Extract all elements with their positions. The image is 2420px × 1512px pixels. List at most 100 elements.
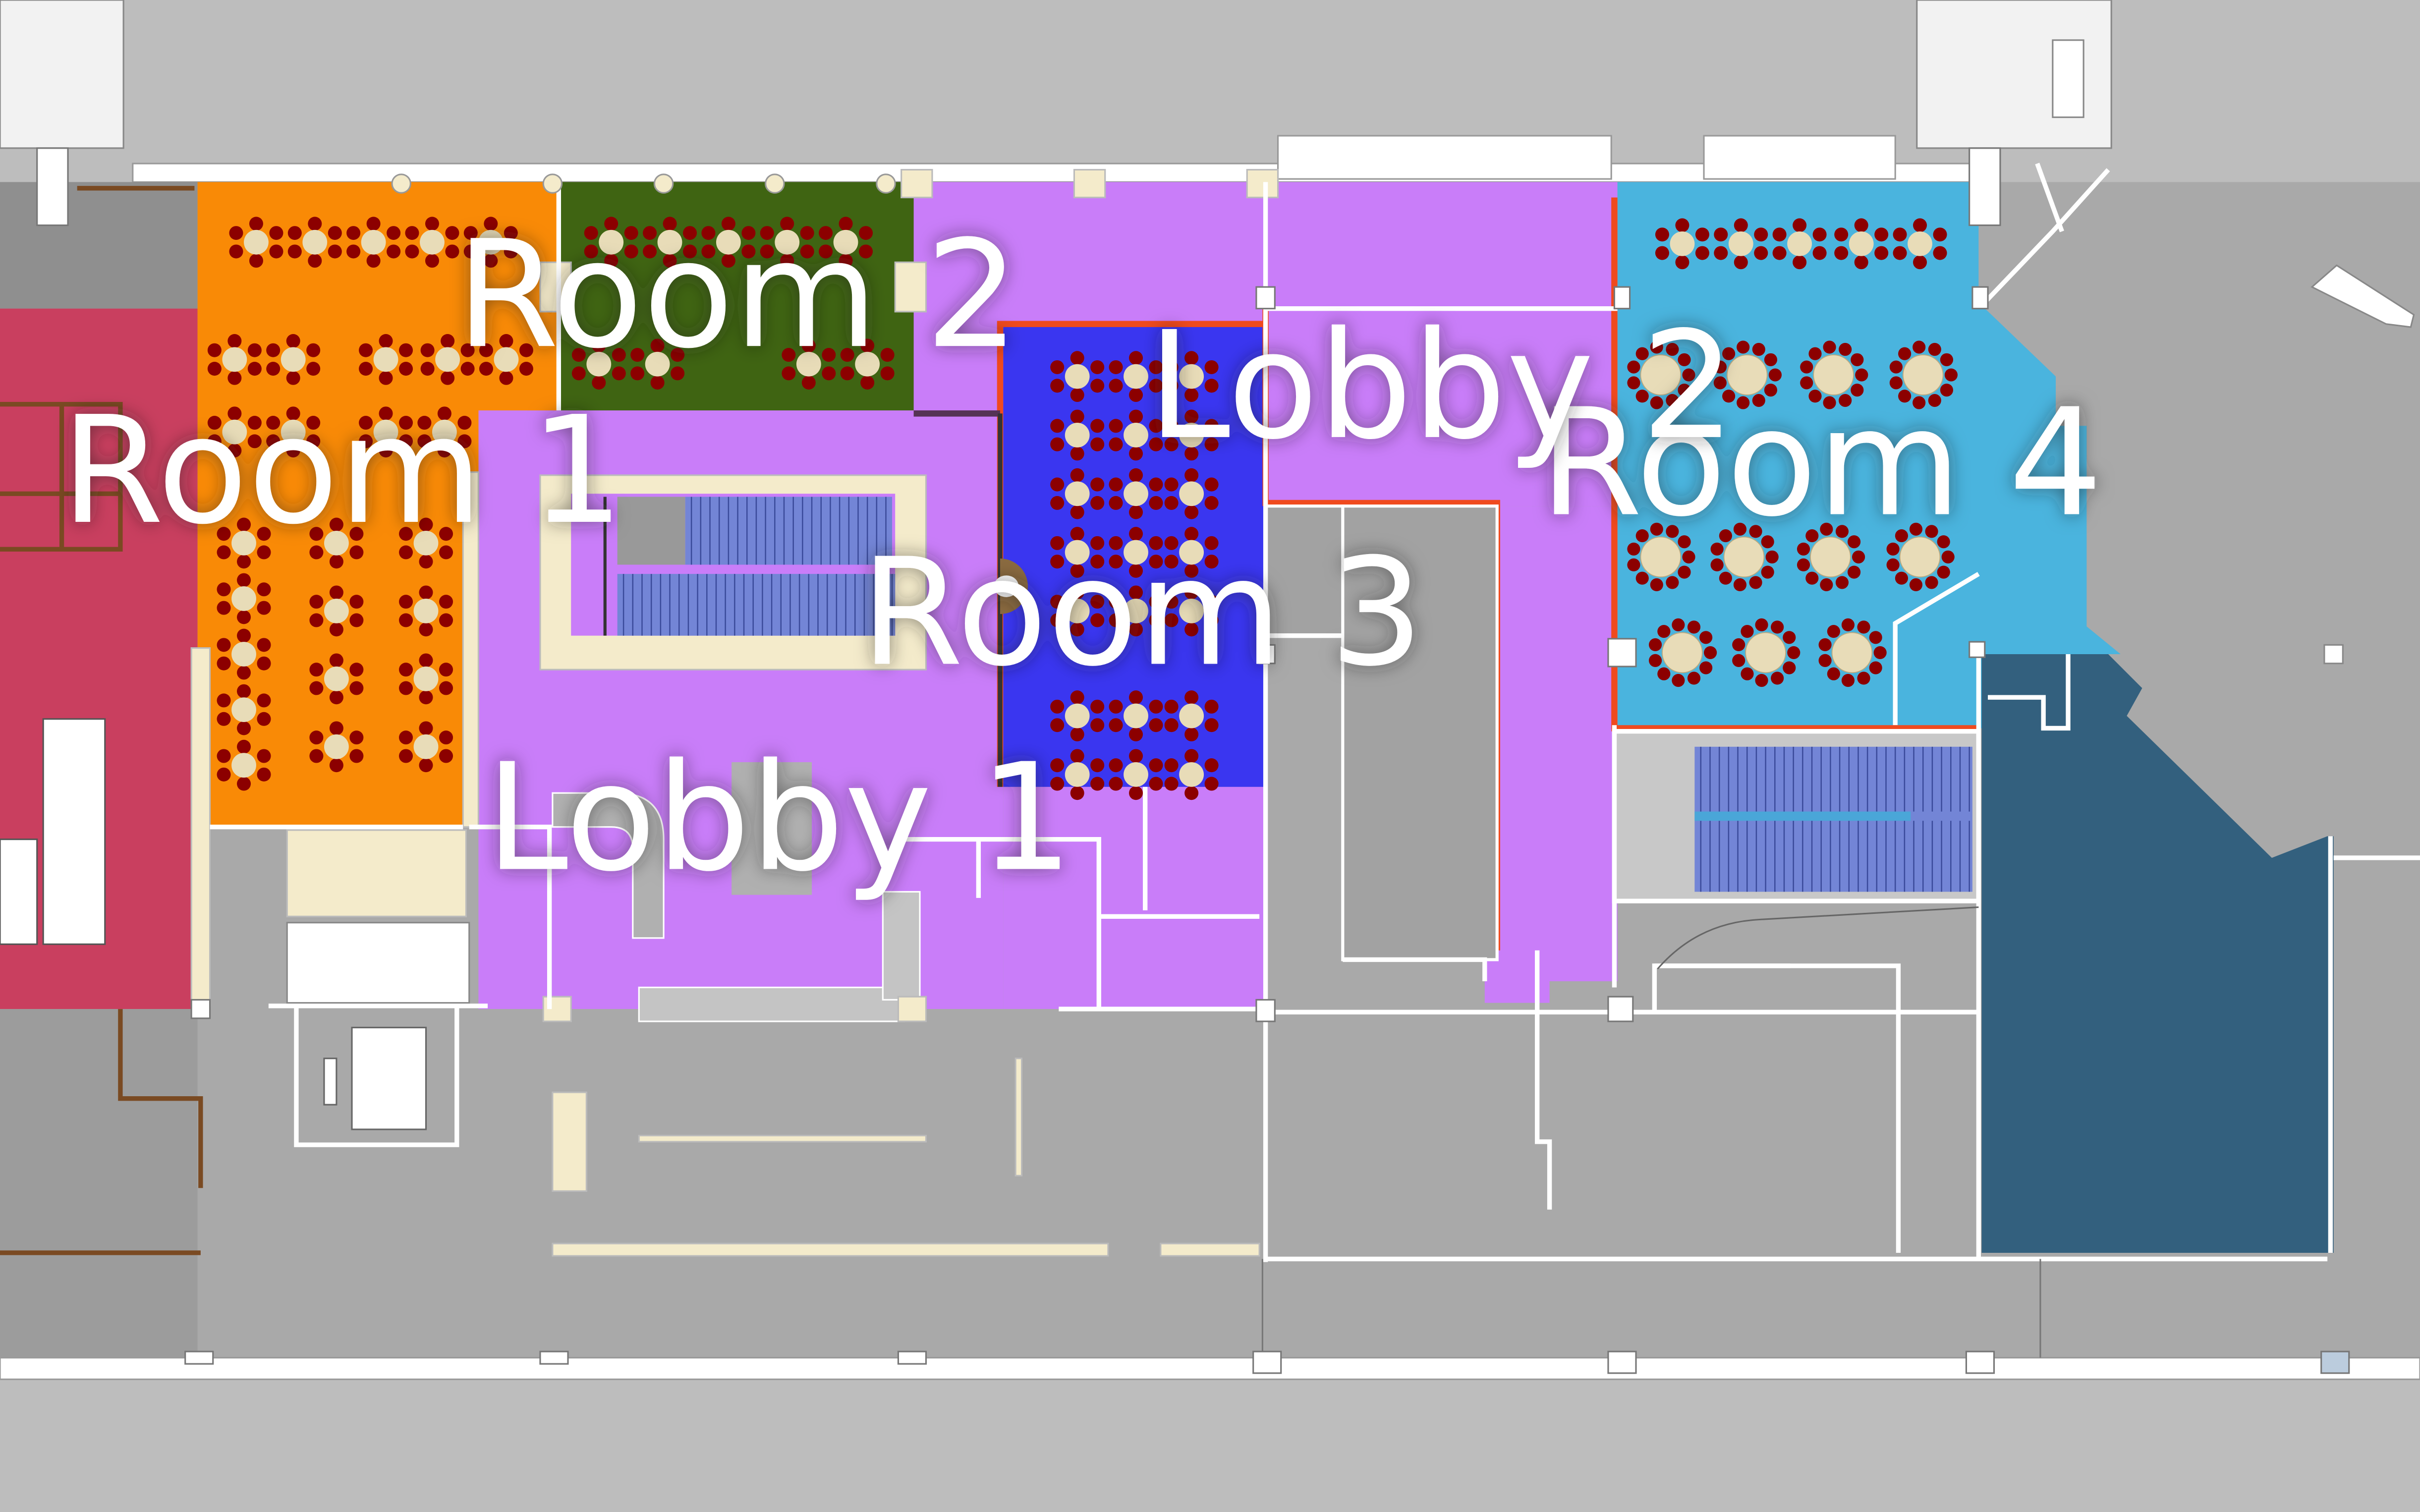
row-table	[1050, 749, 1105, 800]
round-table	[1886, 522, 1955, 592]
room-1-label: Room 1	[61, 385, 624, 557]
row-table	[1050, 527, 1105, 578]
row-table	[399, 721, 453, 773]
row-table	[217, 628, 271, 680]
row-table	[1164, 749, 1219, 800]
lobby-1-label: Lobby 1	[486, 732, 1073, 904]
row-table	[1164, 468, 1219, 519]
row-table	[217, 573, 271, 624]
row-table	[309, 585, 364, 637]
top-left-block	[0, 0, 124, 149]
row-table	[399, 585, 453, 637]
row-table	[287, 217, 342, 268]
white-room-box	[286, 922, 470, 1004]
row-table	[1164, 351, 1219, 402]
left-white-door-2	[0, 839, 38, 945]
row-table	[399, 653, 453, 705]
row-table	[405, 217, 459, 268]
row-table	[819, 217, 873, 268]
top-white-box-2	[1703, 135, 1896, 180]
row-table	[1164, 409, 1219, 461]
lobby-2-label: Lobby 2	[1148, 300, 1736, 472]
left-white-door	[42, 718, 106, 945]
row-table	[1109, 351, 1163, 402]
row-table	[1109, 585, 1163, 637]
row-table	[1050, 468, 1105, 519]
row-table	[1164, 585, 1219, 637]
left-dark-area	[0, 182, 198, 309]
room-4-area	[1617, 182, 2121, 728]
row-table	[217, 739, 271, 791]
round-table	[1797, 522, 1865, 592]
stairs-lower	[617, 574, 896, 636]
row-table	[479, 334, 533, 385]
round-table	[1800, 340, 1868, 409]
round-table	[1648, 618, 1717, 687]
row-table	[229, 217, 283, 268]
left-brown-lines	[0, 186, 203, 1255]
row-table	[207, 406, 262, 458]
row-table	[1834, 218, 1889, 270]
round-table	[1710, 522, 1779, 592]
round-table	[1713, 340, 1782, 409]
row-table	[782, 338, 836, 390]
row-table	[217, 684, 271, 735]
row-table	[1050, 585, 1105, 637]
stair-gray	[617, 497, 685, 565]
row-table	[584, 217, 638, 268]
row-table	[1109, 690, 1163, 741]
row-table	[266, 406, 321, 458]
room-3-label: Room 3	[860, 527, 1424, 699]
round-table	[1889, 340, 1958, 409]
round-table	[1627, 340, 1695, 409]
round-table	[1627, 522, 1695, 592]
gray-block-1	[1341, 504, 1499, 961]
row-table	[463, 217, 518, 268]
row-table	[417, 406, 472, 458]
row-table	[1164, 690, 1219, 741]
row-table	[1109, 749, 1163, 800]
dark-blue-area	[1981, 654, 2334, 1253]
gray-counter	[732, 762, 812, 895]
right-small-shape	[2310, 264, 2415, 328]
row-table	[760, 217, 814, 268]
row-table	[309, 517, 364, 569]
gray-curved-counter	[552, 792, 665, 939]
row-table	[346, 217, 401, 268]
right-walls	[1893, 163, 2420, 1253]
left-gray-bottom	[0, 1009, 198, 1358]
row-table	[399, 517, 453, 569]
row-table	[1655, 218, 1709, 270]
top-white-box-1	[1277, 135, 1612, 180]
row-table	[630, 338, 685, 390]
row-table	[840, 338, 895, 390]
interior-walls	[210, 182, 2328, 1262]
row-table	[1714, 218, 1768, 270]
row-table	[643, 217, 697, 268]
row-table	[207, 334, 262, 385]
row-table	[1109, 409, 1163, 461]
room-4-label: Room 4	[1539, 378, 2103, 550]
room-2-label: Room 2	[456, 209, 1019, 381]
row-table	[359, 406, 413, 458]
row-table	[1109, 468, 1163, 519]
row-table	[571, 338, 626, 390]
row-table	[420, 334, 475, 385]
row-table	[309, 721, 364, 773]
column-posts	[36, 147, 2350, 1374]
row-table	[701, 217, 756, 268]
gray-bar-2	[882, 891, 921, 1001]
bottom-white-strip	[0, 1357, 2420, 1380]
gray-bar	[638, 986, 905, 1022]
white-equipment	[351, 1026, 427, 1130]
row-table	[1050, 690, 1105, 741]
round-table	[1818, 618, 1887, 687]
seating-layout	[207, 173, 1958, 800]
stair-treads	[622, 497, 893, 636]
row-table	[1893, 218, 1947, 270]
round-table	[1732, 618, 1801, 687]
row-table	[217, 517, 271, 569]
row-table	[1164, 527, 1219, 578]
row-table	[1109, 527, 1163, 578]
